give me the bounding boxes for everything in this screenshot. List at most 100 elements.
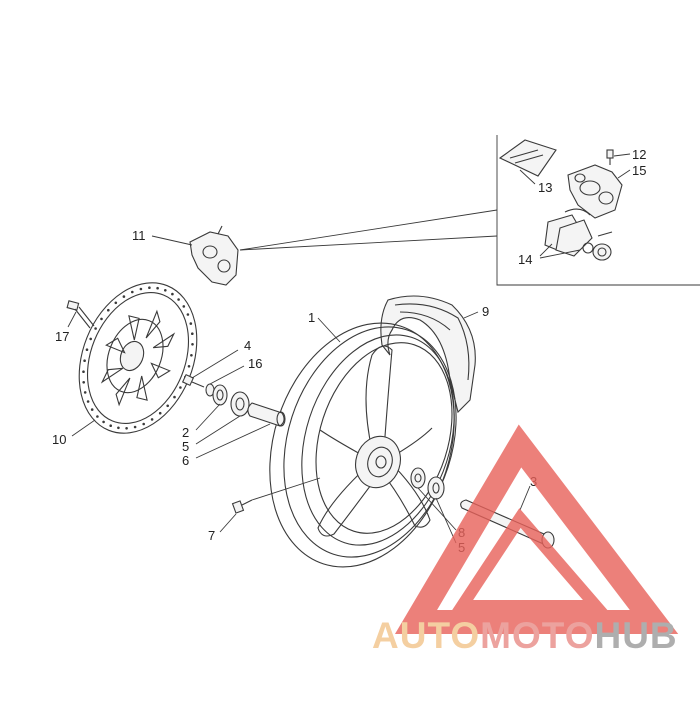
callout-1: 1 [308, 310, 315, 325]
disc-hole [150, 418, 154, 421]
callout-16: 16 [248, 356, 262, 371]
callout-13: 13 [538, 180, 552, 195]
disc-vent-slot [150, 362, 171, 379]
caliper-detail [567, 164, 623, 219]
disc-vent-slot [100, 367, 124, 384]
callout-9: 9 [482, 304, 489, 319]
disc-hole [139, 287, 143, 291]
leader-9 [463, 311, 479, 319]
inset-box [496, 135, 700, 286]
disc-hole [164, 289, 167, 292]
watermark-wordmark: AUTOMOTOHUB [372, 615, 678, 656]
disc-hole [131, 290, 134, 294]
leader-7 [219, 513, 237, 533]
leader-17 [67, 311, 77, 328]
disc-hole [189, 322, 193, 325]
callout-10: 10 [52, 432, 66, 447]
right-hub-parts [410, 467, 445, 500]
leader-15 [617, 169, 631, 179]
disc-hole [190, 354, 193, 357]
leader-16 [209, 365, 245, 385]
brake-pads-set [544, 208, 613, 261]
watermark-moto: MOTO [480, 615, 594, 656]
disc-hole [96, 415, 99, 418]
disc-hole [114, 301, 118, 305]
disc-hole [83, 359, 86, 363]
disc-hole [117, 426, 120, 430]
leader-10 [71, 419, 96, 437]
watermark-auto: AUTO [372, 615, 480, 656]
callout-6: 6 [182, 453, 189, 468]
disc-vent-slot [115, 377, 131, 407]
disc-hole [82, 381, 85, 384]
callout-14: 14 [518, 252, 532, 267]
disc-hole [148, 286, 151, 290]
leader-8 [417, 487, 457, 531]
disc-hole [85, 348, 89, 352]
disc-hole [173, 395, 176, 399]
disc-hole [133, 425, 137, 429]
disc-hole [102, 420, 105, 424]
left-hub-parts [181, 373, 286, 427]
disc-vent-slot [105, 337, 126, 354]
disc-hole [90, 408, 94, 411]
zoom-line-upper [239, 209, 498, 251]
disc-vent-slot [128, 315, 140, 341]
disc-hole [191, 332, 194, 336]
disc-hole [83, 391, 87, 394]
callout-5a: 5 [182, 439, 189, 454]
brake-caliper [189, 225, 239, 286]
disc-hole [156, 286, 159, 290]
disc-hole [177, 298, 180, 301]
callout-12: 12 [632, 147, 646, 162]
leader-2 [195, 403, 221, 431]
leader-11 [151, 235, 193, 246]
wheel-rim [269, 322, 457, 568]
tire-valve [231, 499, 253, 514]
disc-hole [109, 424, 112, 428]
callout-7: 7 [208, 528, 215, 543]
disc-hole [182, 305, 186, 308]
zoom-line-lower [239, 235, 498, 251]
disc-hole [125, 427, 128, 430]
disc-bolt [66, 300, 95, 329]
disc-hole [179, 386, 182, 389]
callout-11: 11 [132, 228, 146, 243]
disc-hole [89, 337, 92, 341]
leader-14a [539, 243, 553, 257]
bleeder-screw [606, 149, 614, 165]
disc-vent-slot [145, 309, 161, 339]
leader-3 [519, 485, 531, 511]
watermark-triangle [394, 424, 679, 634]
disc-hole [122, 295, 126, 298]
disc-vent-slot [152, 332, 176, 349]
disc-hole [142, 422, 145, 426]
leader-7b [251, 477, 321, 501]
leader-5a [195, 415, 241, 445]
disc-hole [86, 400, 90, 403]
brake-disc [78, 282, 198, 434]
leader-1 [317, 317, 341, 343]
brake-pad-packet [498, 139, 557, 177]
disc-hole [100, 317, 103, 321]
disc-hole [166, 404, 169, 408]
callout-4: 4 [244, 338, 251, 353]
disc-hole [186, 313, 190, 316]
disc-hole [94, 327, 97, 330]
leader-13 [519, 169, 536, 185]
watermark-triangle-inner [450, 508, 610, 612]
leader-4 [191, 349, 239, 379]
leader-6 [195, 423, 271, 459]
disc-hole [171, 292, 174, 296]
disc-hole [158, 411, 162, 415]
disc-hole [82, 370, 85, 374]
leader-5b [435, 497, 457, 544]
disc-hole [191, 343, 194, 346]
watermark-logo: AUTOMOTOHUB [372, 424, 679, 656]
disc-hole [187, 365, 191, 368]
callout-17: 17 [55, 329, 69, 344]
disc-hole [107, 308, 110, 312]
watermark-hub: HUB [594, 615, 677, 656]
disc-vent-slot [136, 375, 148, 401]
